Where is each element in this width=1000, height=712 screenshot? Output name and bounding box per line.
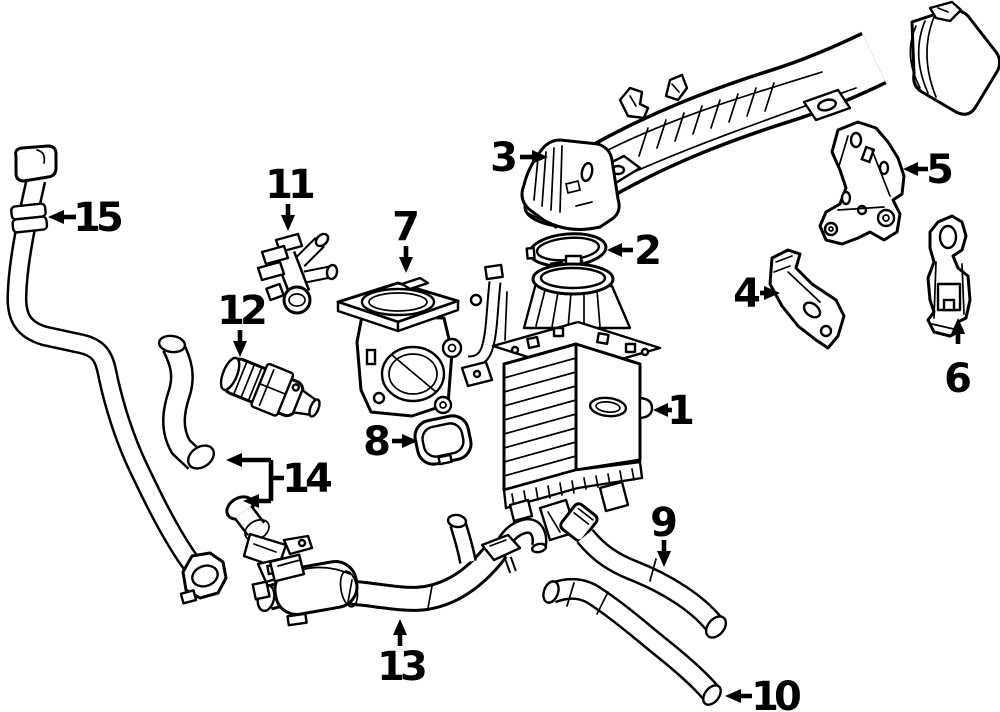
- callout-4-number: 4: [733, 271, 761, 317]
- callout-7-number: 7: [392, 204, 420, 250]
- intercooler-side-pipes: [460, 263, 508, 388]
- duct-corrugation: [638, 82, 775, 157]
- callout-11: 11: [265, 162, 319, 231]
- callout-8: 8: [363, 419, 418, 465]
- callout-10-number: 10: [751, 674, 800, 712]
- part-large-bracket: [818, 120, 906, 246]
- callout-13: 13: [377, 619, 430, 690]
- callout-5-number: 5: [926, 147, 954, 193]
- intercooler-port-nub: [638, 396, 654, 420]
- duct-hook-tab: [928, 0, 963, 23]
- callout-3: 3: [490, 135, 548, 181]
- hose-clamp: [10, 202, 49, 234]
- part-tee-connector: [256, 232, 339, 315]
- callout-10: 10: [725, 674, 805, 712]
- hose-end-fitting: [14, 144, 58, 183]
- callout-9-number: 9: [650, 500, 678, 546]
- part-upper-hose: [6, 144, 228, 605]
- hose-canister: [251, 553, 359, 616]
- part-vertical-bracket: [926, 214, 972, 338]
- callout-7: 7: [392, 204, 420, 273]
- duct-bell-mouth: [520, 138, 621, 231]
- part-valve-cylinder: [219, 356, 321, 418]
- callout-2: 2: [607, 228, 662, 274]
- callout-4: 4: [733, 271, 780, 317]
- callout-5: 5: [903, 147, 954, 193]
- callout-15: 15: [48, 195, 127, 241]
- duct-bracket-tab: [802, 88, 852, 122]
- callout-6-number: 6: [944, 356, 972, 402]
- callout-12: 12: [217, 288, 270, 357]
- part-molded-hose: [251, 513, 548, 627]
- callout-8-number: 8: [363, 419, 391, 465]
- part-intercooler: [460, 254, 662, 542]
- callout-1-number: 1: [667, 388, 695, 434]
- callout-14: 14: [226, 453, 336, 508]
- part-breather-hose: [157, 334, 216, 470]
- part-outlet-adapter: [336, 276, 463, 418]
- callout-14-number: 14: [282, 456, 331, 502]
- callout-9: 9: [650, 500, 678, 567]
- callout-11-number: 11: [265, 162, 314, 208]
- callouts-layer: 1 2 3 4 5 6 7: [48, 135, 972, 712]
- callout-3-number: 3: [490, 135, 518, 181]
- part-adapter-gasket: [413, 414, 473, 466]
- part-intake-duct: [520, 0, 1000, 231]
- intercooler-fins: [503, 357, 577, 477]
- callout-1: 1: [653, 388, 695, 434]
- part-short-hose: [559, 502, 728, 639]
- callout-15-number: 15: [73, 195, 122, 241]
- duct-top-tab: [664, 73, 689, 102]
- callout-6: 6: [944, 318, 972, 402]
- callout-13-number: 13: [377, 644, 425, 690]
- callout-12-number: 12: [217, 288, 265, 334]
- hose-end-clamp-ring: [179, 551, 228, 605]
- duct-clip: [618, 86, 650, 120]
- part-strap-bracket: [768, 248, 846, 350]
- part-long-hose: [542, 577, 722, 706]
- callout-2-number: 2: [634, 228, 662, 274]
- hose-sensor: [480, 533, 522, 574]
